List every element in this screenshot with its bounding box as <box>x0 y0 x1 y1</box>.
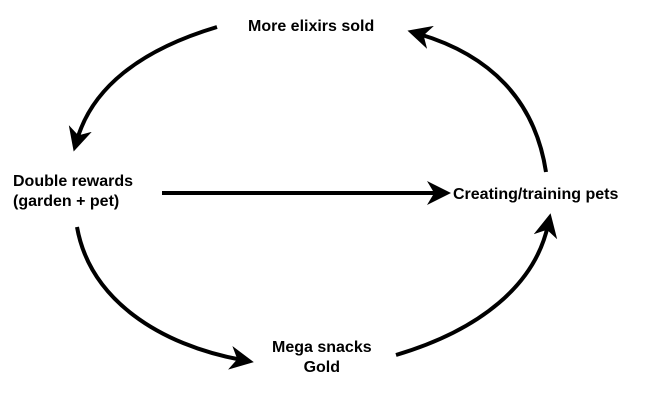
edge-right-to-top <box>407 25 548 173</box>
node-more-elixirs-sold: More elixirs sold <box>248 17 374 37</box>
node-sublabel: (garden + pet) <box>13 193 120 210</box>
node-double-rewards: Double rewards (garden + pet) <box>13 172 133 212</box>
edge-bottom-to-right <box>395 213 558 357</box>
node-label: Creating/training pets <box>453 186 619 203</box>
edge-left-to-bottom <box>75 226 254 370</box>
node-label: Mega snacks <box>272 339 372 356</box>
edge-top-to-left <box>68 25 218 152</box>
node-label: Double rewards <box>13 173 134 190</box>
node-sublabel: Gold <box>303 359 341 376</box>
node-creating-training-pets: Creating/training pets <box>453 185 618 205</box>
node-label: More elixirs sold <box>248 18 375 35</box>
node-mega-snacks-gold: Mega snacks Gold <box>272 338 372 378</box>
